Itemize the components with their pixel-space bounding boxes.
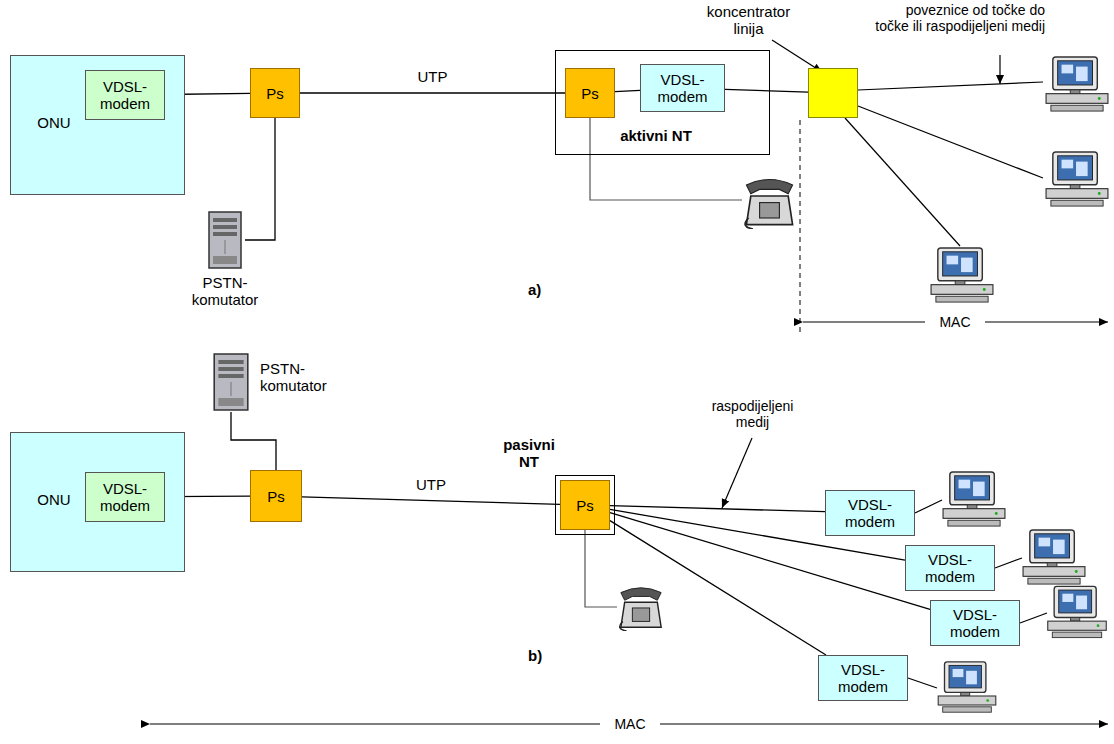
- splitter-box: Ps: [565, 68, 615, 118]
- lan-link: [858, 82, 1043, 90]
- passive-nt-box: pasivni NTPs: [555, 475, 615, 535]
- modem-box: VDSL- modem: [825, 490, 915, 536]
- phone-wire: [585, 530, 617, 607]
- computer-icon: [1023, 530, 1085, 584]
- phone-wire: [590, 118, 742, 200]
- modem-box: VDSL- modem: [818, 655, 908, 701]
- span-label: MAC: [925, 314, 985, 330]
- onu-box: ONU VDSL- modem: [10, 55, 185, 195]
- callout-text: raspodijeljeni medij: [695, 398, 810, 430]
- lan-link: [845, 118, 960, 246]
- node-text: VDSL- modem: [822, 661, 904, 695]
- connector-line: [610, 506, 825, 512]
- splitter-box: Ps: [250, 470, 302, 522]
- modem-box: VDSL- modem: [905, 545, 995, 591]
- edge-label: UTP: [412, 477, 450, 493]
- node-text: ONU: [29, 491, 79, 508]
- pstn-switch: PSTN- komutator: [205, 210, 245, 270]
- node-text: koncentrator linija: [691, 3, 806, 37]
- pstn-switch: PSTN- komutator: [210, 352, 252, 412]
- node-text: PSTN- komutator: [180, 274, 270, 308]
- edge-label: UTP: [414, 69, 452, 85]
- computer-icon: [931, 248, 993, 302]
- lan-link: [858, 106, 1043, 178]
- modem-pc-link: [915, 500, 942, 513]
- callout-arrow: [999, 55, 1000, 84]
- modem-pc-link: [995, 558, 1022, 568]
- node-text: VDSL- modem: [89, 78, 161, 112]
- telephone-icon: [620, 588, 661, 631]
- modem-box: VDSL- modem: [85, 70, 165, 120]
- lan-links: [845, 82, 1047, 688]
- node-text: Ps: [267, 488, 285, 505]
- server-icon: [209, 212, 241, 268]
- modem-box: VDSL- modem: [640, 64, 725, 112]
- computer-icon: [1048, 586, 1107, 637]
- node-text: Ps: [581, 85, 599, 102]
- splitter-box: Ps: [250, 68, 300, 118]
- computer-icon: [1046, 152, 1108, 206]
- part-label: b): [528, 648, 568, 664]
- telephone-icon: [745, 180, 793, 230]
- node-text: VDSL- modem: [644, 71, 721, 105]
- splitter-box: Ps: [560, 480, 610, 530]
- boundary-line: [800, 120, 801, 335]
- server-icon: [210, 352, 252, 412]
- node-text: aktivni NT: [601, 127, 711, 144]
- onu-box: ONU VDSL- modem: [10, 432, 185, 572]
- connector-line: [245, 118, 275, 240]
- connector-line: [615, 90, 640, 91]
- connector-line: [610, 521, 826, 655]
- modem-pc-link: [908, 678, 937, 688]
- callout-text: poveznice od točke do točke ili raspodij…: [870, 2, 1045, 34]
- connector-line: [302, 497, 560, 505]
- modem-pc-link: [1020, 613, 1047, 623]
- line-concentrator: koncentrator linija: [808, 68, 858, 118]
- server-icon: [214, 354, 248, 410]
- node-text: Ps: [576, 497, 594, 514]
- connector-line: [725, 89, 808, 92]
- part-label: a): [528, 282, 568, 298]
- span-label: MAC: [600, 716, 660, 732]
- node-text: VDSL- modem: [89, 480, 161, 514]
- node-text: VDSL- modem: [829, 496, 911, 530]
- node-text: VDSL- modem: [909, 551, 991, 585]
- connector-line: [231, 412, 276, 470]
- node-text: ONU: [29, 114, 79, 131]
- node-text: PSTN- komutator: [260, 360, 350, 394]
- node-text: pasivni NT: [499, 436, 559, 470]
- server-icon: [205, 210, 245, 270]
- connector-line: [300, 92, 565, 93]
- node-text: VDSL- modem: [934, 606, 1016, 640]
- computer-icon: [938, 662, 996, 712]
- modem-box: VDSL- modem: [930, 600, 1020, 646]
- computer-icon: [1046, 57, 1108, 111]
- phone-wire: [585, 118, 742, 607]
- node-text: Ps: [266, 85, 284, 102]
- callout-arrow: [722, 438, 752, 508]
- modem-box: VDSL- modem: [85, 472, 165, 522]
- active-nt-box: aktivni NT Ps VDSL- modem: [555, 50, 770, 155]
- computer-icon: [943, 472, 1005, 526]
